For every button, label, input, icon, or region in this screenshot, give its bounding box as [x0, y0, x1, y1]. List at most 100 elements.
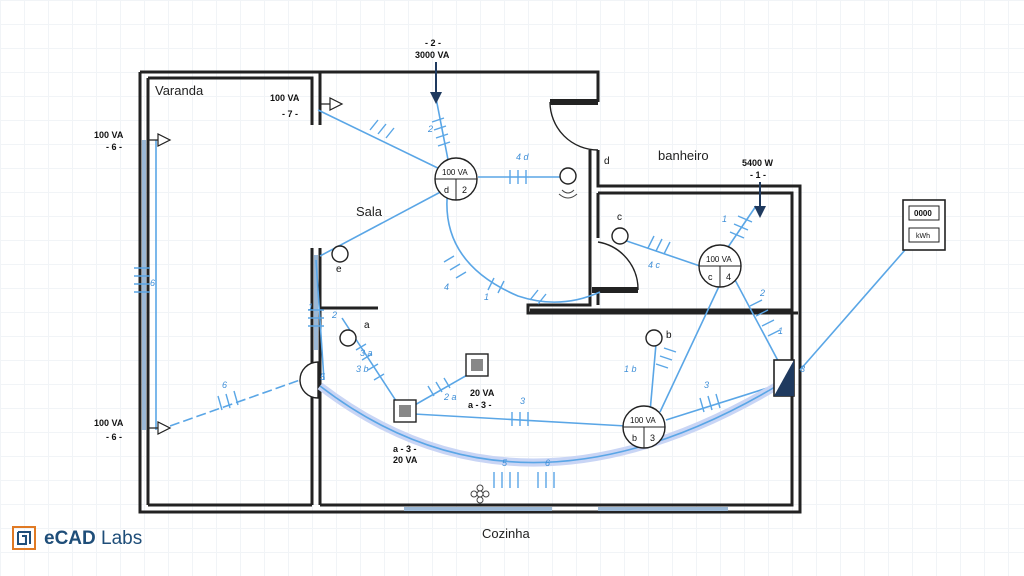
- room-label-banheiro: banheiro: [658, 148, 709, 163]
- ticks-spot1: [355, 343, 385, 381]
- switch-icon: [339, 329, 357, 347]
- circuit-tag: 4 d: [516, 152, 530, 162]
- ticks-main-1: [493, 472, 519, 488]
- circuit-tag: 6: [150, 278, 155, 288]
- conduit-highlight: [317, 380, 783, 467]
- sala-outlet-power: 100 VA: [270, 93, 300, 103]
- shower-circuit-label: - 1 -: [750, 170, 766, 180]
- switch-a[interactable]: a: [339, 320, 370, 347]
- circuit-tag: 1: [308, 302, 313, 312]
- sala-outlet-icon: [320, 97, 344, 111]
- circuit-tag: 2 a: [443, 392, 457, 402]
- top-power-label: 3000 VA: [415, 50, 450, 60]
- lamp-banheiro[interactable]: 100 VA c 4: [698, 244, 742, 288]
- sala-outlet-circuit: - 7 -: [282, 109, 298, 119]
- spot-cozinha-1[interactable]: [393, 399, 417, 423]
- switch-a-label: a: [364, 320, 370, 331]
- ticks-sala-outlet: [369, 119, 395, 139]
- varanda-outlet-bottom-power: 100 VA: [94, 418, 124, 428]
- wire-main-curve: [319, 383, 781, 464]
- door-bath-swing: [549, 101, 599, 151]
- ticks-top: [431, 117, 451, 147]
- spot-cozinha-2[interactable]: [465, 353, 489, 377]
- ticks-bath-panel: [749, 299, 781, 337]
- wire-top-load: [435, 97, 451, 171]
- circuit-tag: 3: [800, 364, 805, 374]
- ticks-bath-kitchen: [655, 347, 677, 369]
- lamp-cozinha[interactable]: 100 VA b 3: [622, 405, 666, 449]
- spot2-circuit: a - 3 -: [468, 400, 492, 410]
- circuit-tag: 2: [427, 124, 433, 134]
- circuit-tag: 3 b: [356, 364, 369, 374]
- wall-top: [318, 70, 600, 102]
- circuit-tag: 2: [759, 288, 765, 298]
- ticks-sala-vertical: [308, 309, 324, 327]
- lamp-sala-switch-id: d: [444, 185, 449, 195]
- varanda-outlet-bottom-circuit: - 6 -: [106, 432, 122, 442]
- ticks-panel-lamp: [699, 393, 721, 413]
- switch-e[interactable]: e: [331, 245, 349, 275]
- spot1-circuit: a - 3 -: [393, 444, 417, 454]
- wall-bath-partition: [526, 150, 798, 315]
- switch-c-label: c: [617, 212, 622, 223]
- ticks-varanda-door: [217, 390, 239, 411]
- switch-d-label: d: [604, 156, 610, 167]
- switch-icon: [645, 329, 663, 347]
- wires: [155, 97, 906, 467]
- circuit-tag: 4: [444, 282, 449, 292]
- lamp-sala-circuit-id: 2: [462, 185, 467, 195]
- lamp-banheiro-switch-id: c: [708, 272, 713, 282]
- circuit-tag: 3: [704, 380, 709, 390]
- energy-meter[interactable]: 0000 kWh: [902, 199, 946, 251]
- distribution-panel[interactable]: [773, 359, 795, 397]
- spot-icon: [471, 359, 483, 371]
- ticks-spot2: [427, 377, 451, 397]
- switch-e-label: e: [336, 264, 342, 275]
- circuit-tag: 1: [484, 292, 489, 302]
- circuit-tag: 3 a: [360, 348, 373, 358]
- switch-icon: [611, 227, 629, 245]
- ticks-curve-2: [487, 277, 505, 294]
- ticks-curve-1: [443, 255, 467, 279]
- lamp-banheiro-power: 100 VA: [706, 255, 732, 264]
- wifi-icon: [558, 189, 578, 199]
- ticks-shower: [729, 215, 753, 239]
- ticks-main-2: [537, 472, 555, 488]
- ticks-varanda: [134, 267, 150, 293]
- circuit-tag: 4 c: [648, 260, 661, 270]
- circuit-tag: 3: [520, 396, 525, 406]
- switch-b[interactable]: b: [645, 329, 672, 347]
- wire-sala-outlet: [317, 109, 447, 173]
- wire-sala-vertical: [315, 259, 325, 381]
- wire-curve-bath: [446, 187, 601, 303]
- meter-unit: kWh: [916, 233, 930, 240]
- lamp-sala[interactable]: 100 VA d 2: [434, 157, 478, 201]
- switch-c[interactable]: c: [611, 212, 629, 245]
- wall-outer: [138, 72, 802, 514]
- spot1-power: 20 VA: [393, 455, 418, 465]
- lamp-cozinha-switch-id: b: [632, 433, 637, 443]
- ticks-switch-d: [509, 170, 527, 184]
- switch-d[interactable]: d: [558, 156, 610, 199]
- shower-power-label: 5400 W: [742, 158, 774, 168]
- conductor-ticks: [134, 117, 781, 488]
- lamp-sala-power: 100 VA: [442, 168, 468, 177]
- varanda-outlet-top-power: 100 VA: [94, 130, 124, 140]
- switch-b-label: b: [666, 330, 672, 341]
- brand-name-rest: Labs: [95, 528, 143, 549]
- varanda-outlet-top-circuit: - 6 -: [106, 142, 122, 152]
- lamp-banheiro-circuit-id: 4: [726, 272, 731, 282]
- wire-bath-panel: [733, 277, 785, 373]
- brand-name-bold: eCAD: [44, 528, 96, 549]
- circuit-tag: 5: [320, 372, 326, 382]
- circuit-tag: 1: [778, 326, 783, 336]
- door-varanda-arc: [299, 361, 319, 399]
- room-label-sala: Sala: [356, 204, 383, 219]
- wall-varanda-top: [148, 76, 314, 125]
- panel-icon: [774, 360, 794, 396]
- switch-icon: [331, 245, 349, 263]
- spot-icon: [399, 405, 411, 417]
- lamp-cozinha-power: 100 VA: [630, 416, 656, 425]
- door-bath2-swing: [597, 241, 639, 291]
